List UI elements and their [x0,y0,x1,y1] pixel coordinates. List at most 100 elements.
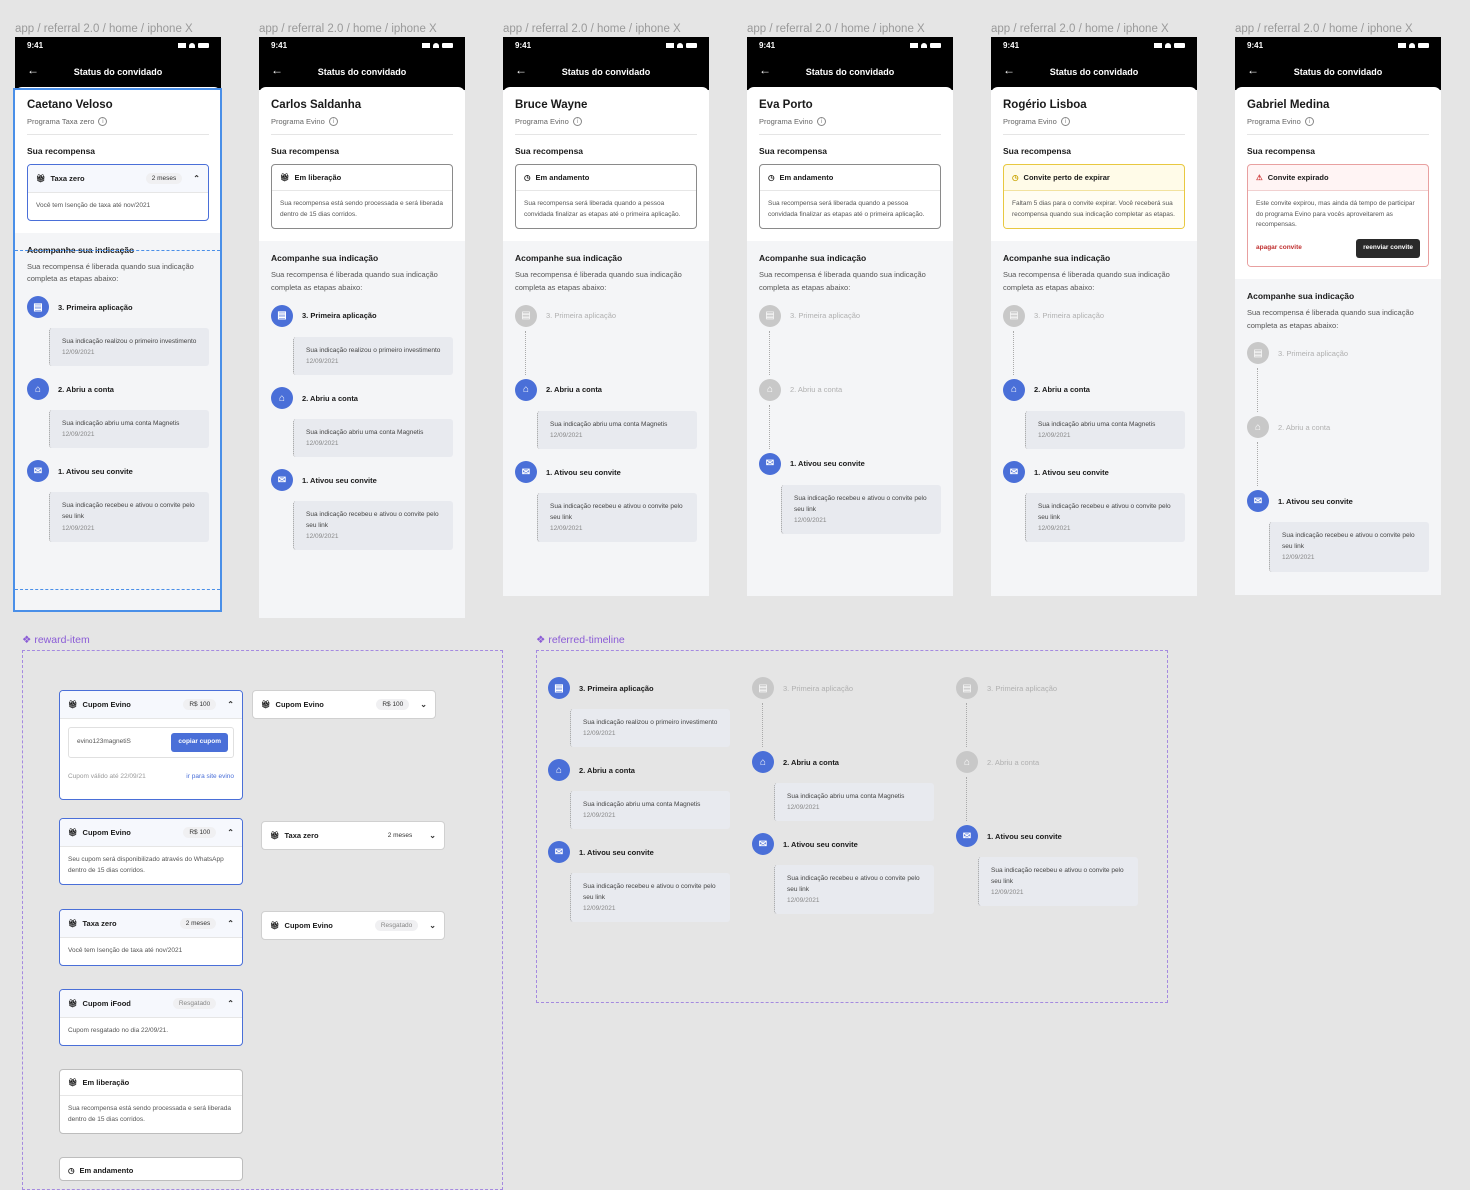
status-time: 9:41 [1003,40,1020,50]
step-3: ▤3. Primeira aplicação Sua indicação rea… [271,304,453,376]
copy-coupon-button[interactable]: copiar cupom [171,733,228,752]
step-desc: Sua indicação recebeu e ativou o convite… [1038,503,1171,522]
nav-bar: ←Status do convidado [503,53,709,90]
phone-frame-3: 9:41 ←Status do convidado Bruce Wayne Pr… [503,37,709,596]
chevron-down-icon[interactable]: ⌄ [429,831,436,840]
gift-icon: 🎁︎ [68,700,78,709]
info-icon[interactable]: i [816,117,826,126]
step-1: ✉1. Ativou seu convite Sua indicação rec… [752,833,942,915]
step-connector [1257,442,1429,487]
resend-invite-button[interactable]: reenviar convite [1356,239,1420,258]
back-arrow-icon[interactable]: ← [1003,63,1015,77]
info-icon[interactable]: i [98,117,108,126]
step-3: ▤3. Primeira aplicação [752,677,942,747]
status-icons [910,42,941,48]
step-title: 2. Abriu a conta [302,393,358,403]
step-box: Sua indicação recebeu e ativou o convite… [49,492,209,542]
guest-name: Bruce Wayne [515,99,588,111]
chevron-up-icon[interactable]: ⌃ [193,174,200,183]
step-desc: Sua indicação recebeu e ativou o convite… [991,867,1124,886]
back-arrow-icon[interactable]: ← [271,63,283,77]
step-desc: Sua indicação realizou o primeiro invest… [62,338,197,346]
investment-icon: ▤ [27,296,49,319]
section-reward: Sua recompensa [271,146,340,156]
step-desc: Sua indicação abriu uma conta Magnetis [550,420,668,428]
reward-desc: Este convite expirou, mas ainda dá tempo… [1256,200,1415,229]
phone-frame-2: 9:41 ←Status do convidado Carlos Saldanh… [259,37,465,618]
back-arrow-icon[interactable]: ← [515,63,527,77]
step-2: ⌂2. Abriu a conta [1247,416,1429,487]
chevron-up-icon[interactable]: ⌃ [227,999,234,1008]
step-connector [1257,368,1429,413]
step-title: 1. Ativou seu convite [546,467,621,477]
info-icon[interactable]: i [572,117,582,126]
step-box: Sua indicação recebeu e ativou o convite… [774,865,934,915]
reward-title: Taxa zero [50,174,85,183]
step-desc: Sua indicação recebeu e ativou o convite… [787,875,920,894]
gift-icon: 🎁︎ [68,828,78,837]
go-to-site-link[interactable]: ir para site evino [186,772,234,780]
step-title: 2. Abriu a conta [579,765,635,775]
reward-badge: 2 meses [387,832,413,839]
step-date: 12/09/2021 [794,517,827,525]
delete-invite-link[interactable]: apagar convite [1256,244,1302,252]
step-date: 12/09/2021 [306,440,339,448]
reward-badge: 2 meses [179,918,217,929]
chevron-down-icon[interactable]: ⌄ [420,700,427,709]
reward-header: ⚠Convite expirado [1248,165,1428,190]
investment-icon: ▤ [956,677,978,699]
gift-icon: 🎁︎ [270,831,280,840]
info-icon[interactable]: i [328,117,338,126]
chevron-up-icon[interactable]: ⌃ [227,919,234,928]
step-title: 2. Abriu a conta [546,385,602,395]
back-arrow-icon[interactable]: ← [27,63,39,77]
timeline-title: Acompanhe sua indicação [27,244,135,255]
info-icon[interactable]: i [1060,117,1070,126]
chevron-down-icon[interactable]: ⌄ [429,921,436,930]
status-bar: 9:41 [991,37,1197,53]
info-icon[interactable]: i [1304,117,1314,126]
clock-icon: ◷ [524,173,531,182]
referred-timeline: Acompanhe sua indicação Sua recompensa é… [1235,279,1441,594]
gift-icon: 🎁︎ [261,700,271,709]
step-2: ⌂2. Abriu a conta Sua indicação abriu um… [271,387,453,458]
reward-title: Em andamento [535,173,590,182]
section-reward: Sua recompensa [759,146,828,156]
step-1: ✉1. Ativou seu convite Sua indicação rec… [271,469,453,551]
chevron-up-icon[interactable]: ⌃ [227,828,234,837]
step-title: 1. Ativou seu convite [58,466,133,476]
reward-header: ◷ Em andamento [516,165,696,190]
guest-name: Caetano Veloso [27,99,113,111]
step-desc: Sua indicação recebeu e ativou o convite… [62,502,195,521]
investment-icon: ▤ [1247,342,1269,365]
step-desc: Sua indicação recebeu e ativou o convite… [306,511,439,530]
frame-label: app / referral 2.0 / home / iphone X [747,23,925,35]
reward-item: ◷Convite perto de expirar Faltam 5 dias … [1003,164,1185,230]
back-arrow-icon[interactable]: ← [1247,63,1259,77]
back-arrow-icon[interactable]: ← [759,63,771,77]
chevron-up-icon[interactable]: ⌃ [227,700,234,709]
referred-timeline: Acompanhe sua indicação Sua recompensa é… [15,233,221,564]
